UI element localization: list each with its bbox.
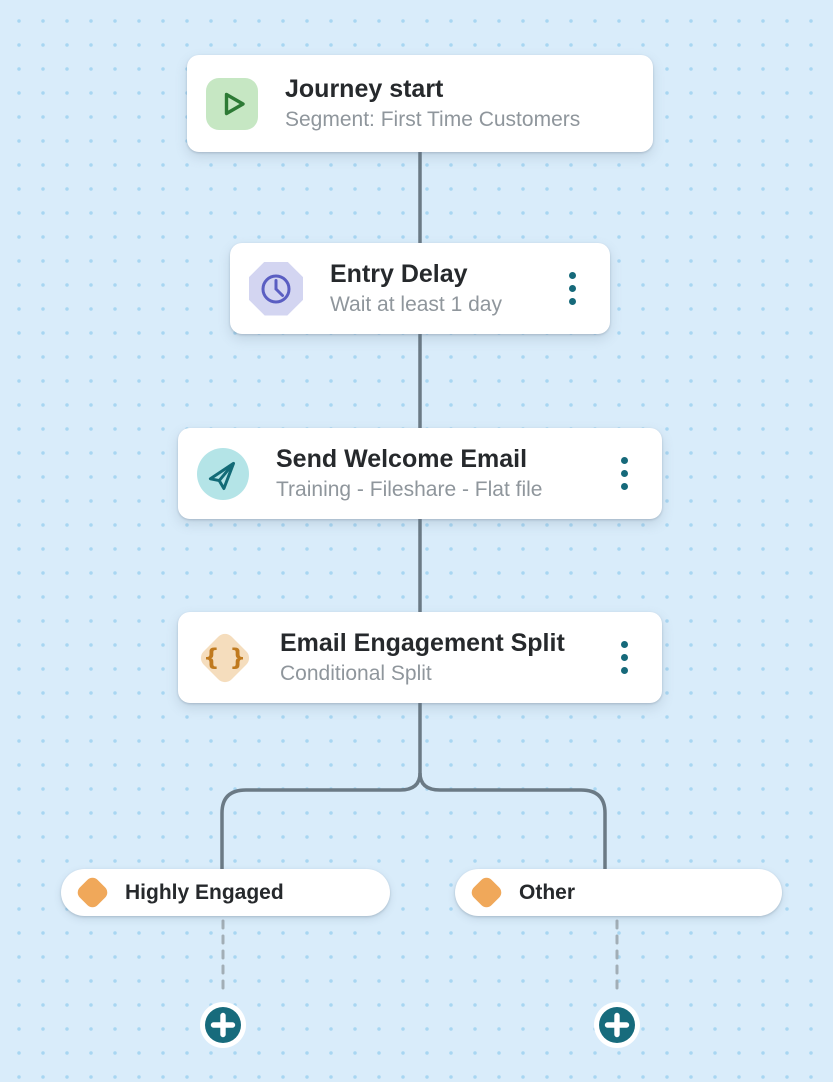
branch-label-other[interactable]: Other (455, 869, 782, 916)
kebab-menu-icon[interactable] (617, 453, 632, 494)
node-email-engagement-split[interactable]: { } Email Engagement Split Conditional S… (178, 612, 662, 703)
braces-glyph: { } (203, 644, 247, 671)
node-subtitle: Training - Fileshare - Flat file (276, 477, 543, 501)
clock-icon (249, 261, 303, 316)
add-step-button[interactable] (593, 1001, 641, 1049)
node-subtitle: Conditional Split (280, 661, 432, 685)
node-journey-start[interactable]: Journey start Segment: First Time Custom… (187, 55, 653, 152)
kebab-menu-icon[interactable] (617, 637, 632, 678)
diamond-icon (74, 874, 111, 911)
branch-label-text: Highly Engaged (125, 880, 284, 904)
branch-label-text: Other (519, 880, 576, 904)
node-subtitle: Segment: First Time Customers (285, 107, 581, 131)
node-entry-delay[interactable]: Entry Delay Wait at least 1 day (230, 243, 610, 334)
node-title: Entry Delay (330, 260, 468, 289)
node-send-welcome-email[interactable]: Send Welcome Email Training - Fileshare … (178, 428, 662, 519)
add-step-button[interactable] (199, 1001, 247, 1049)
kebab-menu-icon[interactable] (565, 268, 580, 309)
plus-icon (594, 1002, 640, 1048)
send-icon (197, 447, 249, 500)
node-subtitle: Wait at least 1 day (330, 292, 502, 316)
node-title: Email Engagement Split (280, 629, 565, 658)
node-title: Journey start (285, 75, 444, 104)
plus-icon (200, 1002, 246, 1048)
play-icon (206, 77, 258, 130)
branch-label-highly-engaged[interactable]: Highly Engaged (61, 869, 390, 916)
diamond-icon (468, 874, 505, 911)
curly-braces-icon: { } (197, 630, 253, 686)
node-title: Send Welcome Email (276, 445, 528, 474)
